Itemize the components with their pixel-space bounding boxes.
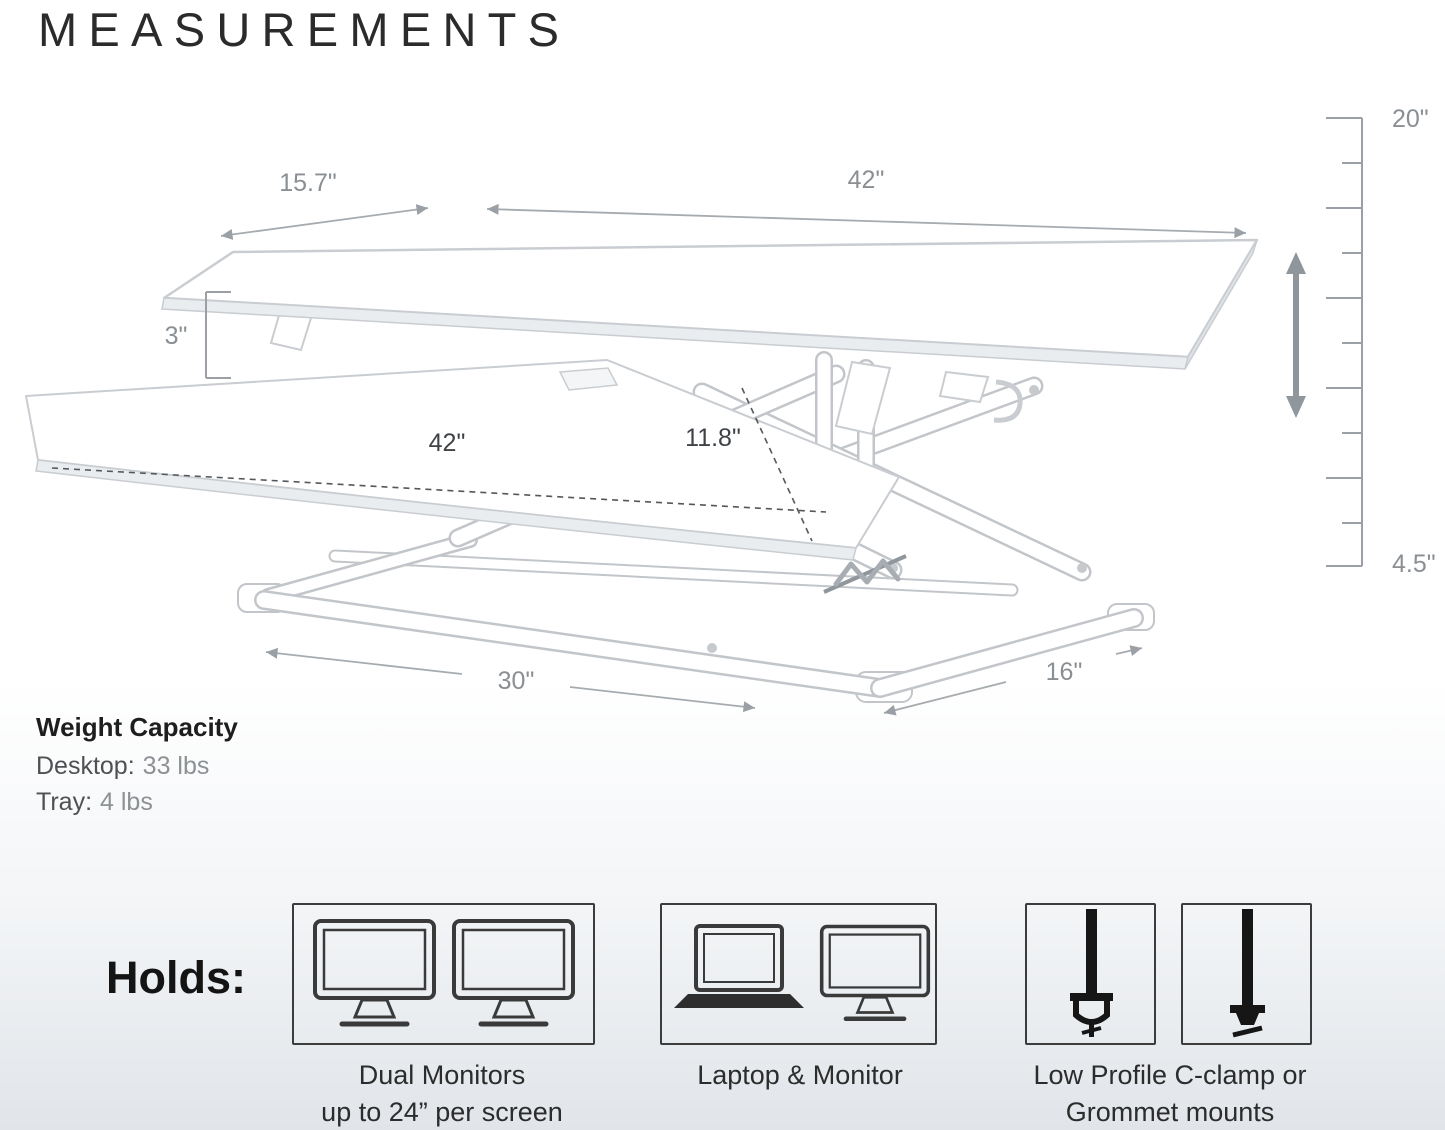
monitor-icon	[819, 924, 931, 1022]
laptop-monitor-box	[660, 903, 937, 1045]
dimension-lines-top	[220, 203, 1247, 240]
caption-line: Grommet mounts	[1065, 1097, 1275, 1127]
weight-tray-value: 4 lbs	[100, 788, 153, 816]
caption-line: Low Profile C-clamp or	[1033, 1060, 1307, 1090]
weight-capacity-heading: Weight Capacity	[36, 712, 238, 742]
thickness-bracket	[205, 291, 231, 379]
dual-monitors-box	[292, 903, 595, 1045]
weight-desktop-value: 33 lbs	[142, 752, 210, 780]
base-frame	[237, 532, 1155, 703]
height-ruler	[1326, 117, 1363, 567]
tablet-slot	[558, 367, 619, 391]
grommet-mount-box	[1181, 903, 1312, 1045]
desk-riser-diagram: 20" 4.5"	[25, 105, 1436, 716]
device-hook	[993, 379, 1023, 423]
weight-capacity: Weight Capacity Desktop:33 lbs Tray:4 lb…	[36, 712, 238, 824]
monitor-icon	[451, 919, 575, 1027]
dual-monitors-caption: Dual Monitors up to 24” per screen	[262, 1057, 622, 1130]
c-clamp-box	[1025, 903, 1156, 1045]
spring-mechanism	[823, 554, 907, 594]
caption-line: Laptop & Monitor	[697, 1060, 903, 1090]
dimension-base-length: 30"	[498, 667, 535, 695]
laptop-monitor-caption: Laptop & Monitor	[650, 1057, 950, 1094]
desktop-surface	[161, 238, 1259, 370]
tray-width-line	[51, 467, 827, 513]
monitor-icon	[312, 919, 436, 1027]
weight-row-desktop: Desktop:33 lbs	[36, 752, 238, 781]
dimension-base-depth: 16"	[1046, 658, 1083, 686]
caption-line: Dual Monitors	[358, 1060, 526, 1090]
dimension-top-depth: 15.7"	[279, 169, 337, 197]
dimension-riser-thickness: 3"	[165, 322, 188, 350]
keyboard-tray	[25, 359, 900, 561]
weight-tray-label: Tray:	[36, 788, 93, 816]
dimension-max-height: 20"	[1392, 105, 1429, 133]
dimension-min-height: 4.5"	[1392, 550, 1436, 578]
c-clamp-icon	[1069, 909, 1113, 1037]
laptop-icon	[674, 924, 804, 1008]
page-title: MEASUREMENTS	[38, 3, 571, 56]
holds-label: Holds:	[106, 952, 246, 1003]
weight-desktop-label: Desktop:	[36, 752, 135, 780]
caption-line: up to 24” per screen	[321, 1097, 563, 1127]
dimension-tray-depth: 11.8"	[685, 424, 741, 452]
height-adjust-arrow	[1286, 252, 1306, 418]
dimension-tray-width: 42"	[429, 429, 466, 457]
clamp-caption: Low Profile C-clamp or Grommet mounts	[995, 1057, 1345, 1130]
dimension-lines-base	[265, 645, 1143, 716]
dimension-top-width: 42"	[848, 166, 885, 194]
weight-row-tray: Tray:4 lbs	[36, 788, 238, 817]
grommet-mount-icon	[1229, 909, 1265, 1038]
